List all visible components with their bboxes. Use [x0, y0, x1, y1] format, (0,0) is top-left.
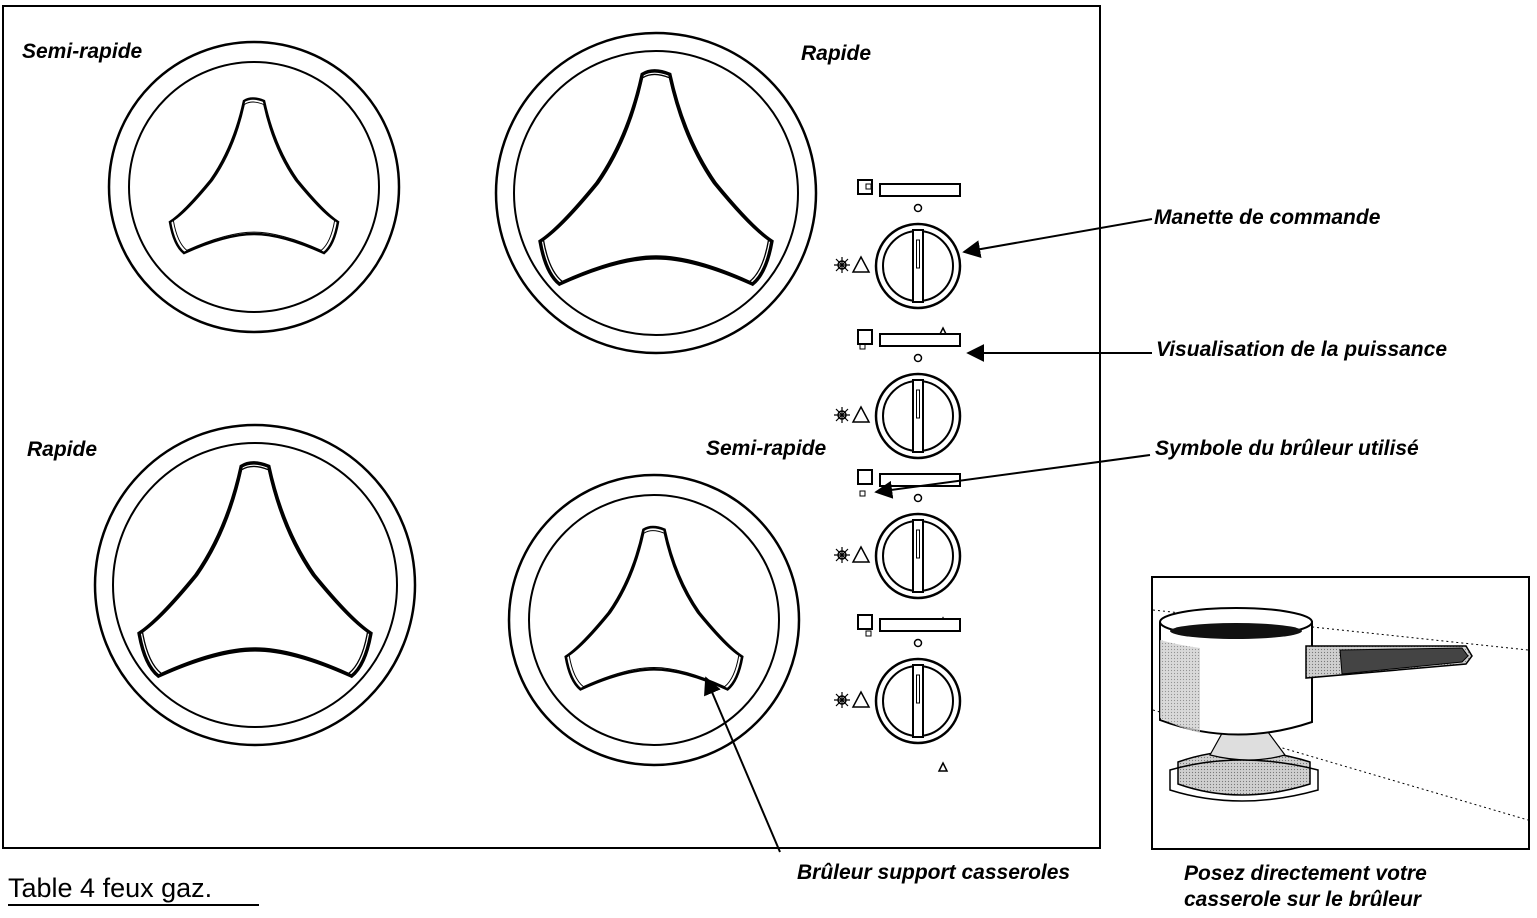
arrow-support [704, 676, 781, 853]
callout-knob: Manette de commande [1154, 206, 1381, 229]
burner-bottom-right [507, 473, 801, 767]
label-top-left: Semi-rapide [22, 40, 143, 63]
burner-symbol-mark-3 [859, 490, 866, 497]
diagram-title: Table 4 feux gaz. [8, 873, 212, 903]
label-bottom-left: Rapide [27, 438, 97, 461]
control-knob-1 [832, 178, 962, 338]
label-bottom-right: Semi-rapide [706, 437, 827, 460]
inset-caption-line2: casserole sur le brûleur [1184, 888, 1423, 911]
inset-pan-on-burner [1151, 576, 1530, 850]
callout-symbol: Symbole du brûleur utilisé [1155, 437, 1419, 460]
hob-outline [2, 5, 1101, 849]
control-knob-4 [832, 613, 962, 773]
burner-symbol-mark-2 [859, 343, 866, 350]
callout-power: Visualisation de la puissance [1156, 338, 1447, 361]
callout-support: Brûleur support casseroles [797, 861, 1070, 884]
burner-top-right [494, 31, 818, 355]
label-top-right: Rapide [801, 42, 871, 65]
burner-symbol-mark-4 [865, 630, 872, 637]
arrow-knob [962, 218, 1153, 259]
burner-symbol-mark-1 [865, 183, 872, 190]
arrow-symbol [874, 454, 1151, 499]
inset-caption-line1: Posez directement votre [1184, 862, 1427, 885]
control-knob-3 [832, 468, 962, 628]
burner-top-left [107, 40, 401, 334]
control-knob-2 [832, 328, 962, 488]
burner-bottom-left [93, 423, 417, 747]
